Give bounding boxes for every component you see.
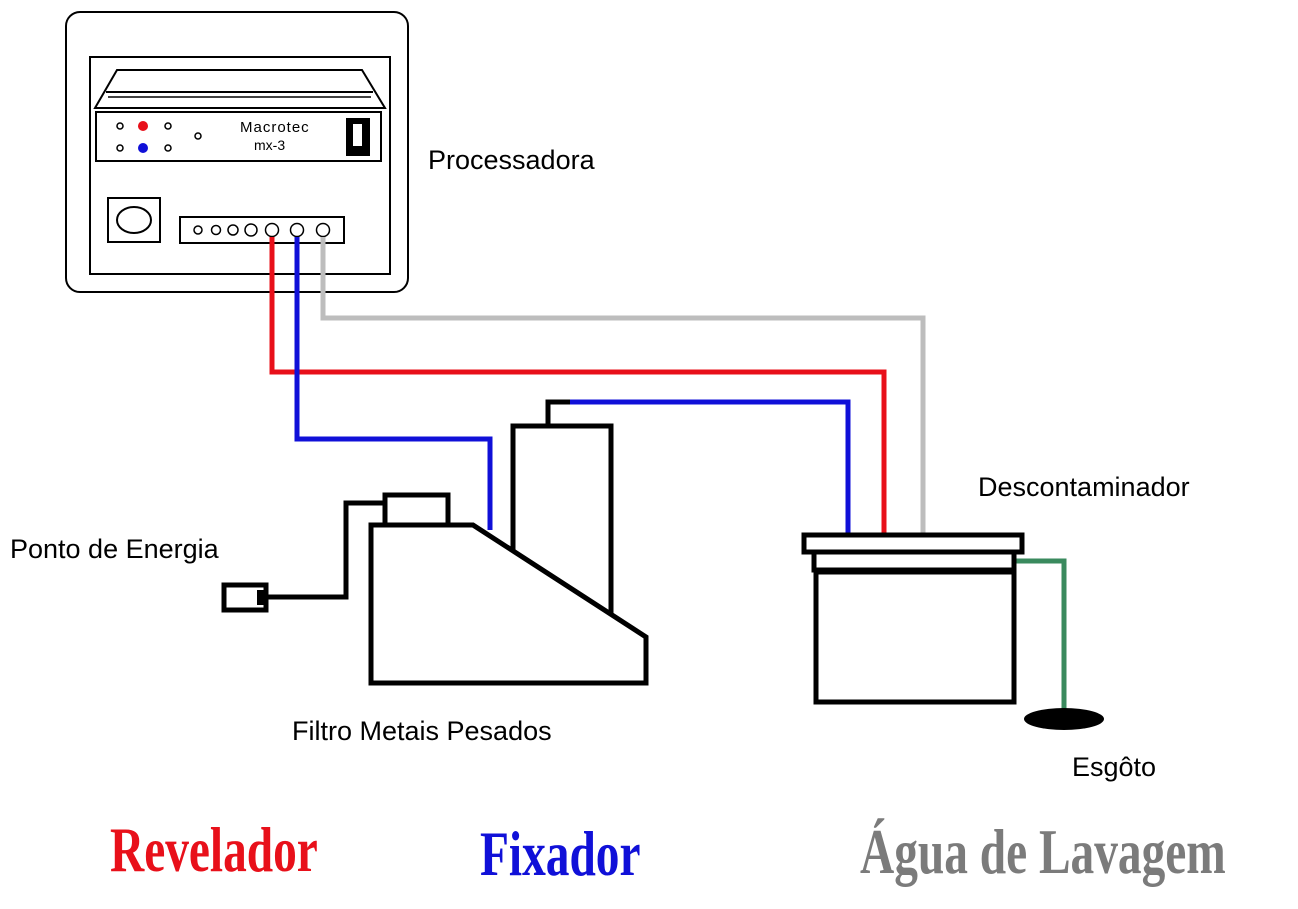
indicator-light — [116, 144, 124, 152]
control-panel — [95, 111, 382, 162]
esgoto-pipe — [1015, 558, 1067, 712]
indicator-light — [164, 144, 172, 152]
legend-revelador: Revelador — [110, 814, 318, 885]
connector-port — [193, 225, 203, 235]
indicator-light — [194, 132, 202, 140]
indicator-light — [116, 122, 124, 130]
esgoto-drain — [1024, 708, 1104, 730]
filter-tank-spout — [545, 399, 570, 426]
descontaminador — [801, 532, 1025, 705]
pipes — [269, 237, 1067, 712]
revelador-indicator-light — [138, 121, 148, 131]
brand-label: Macrotec — [240, 119, 310, 136]
esgoto-label: Esgôto — [1072, 752, 1157, 782]
connector-port — [227, 224, 239, 236]
fixador-pipe-to-descontaminador — [568, 399, 851, 540]
legend-fixador: Fixador — [480, 818, 641, 889]
filtro-metais-pesados-label: Filtro Metais Pesados — [292, 716, 552, 746]
agua-port — [315, 222, 331, 238]
fixador-indicator-light — [138, 143, 148, 153]
filter-top-block — [382, 492, 451, 528]
ponto-de-energia-label: Ponto de Energia — [10, 534, 219, 564]
power-cable — [268, 500, 385, 600]
indicator-light — [164, 122, 172, 130]
descontaminador-body — [813, 569, 1017, 705]
revelador-port — [264, 222, 280, 238]
connector-port — [210, 224, 222, 236]
processadora-machine: Macrotec mx-3 — [65, 11, 409, 293]
revelador-pipe — [269, 237, 887, 540]
agua-pipe — [320, 237, 926, 540]
descontaminador-lid — [801, 532, 1025, 555]
model-label: mx-3 — [254, 137, 285, 153]
connector-port — [244, 223, 258, 237]
film-feed-slot — [93, 69, 387, 109]
descontaminador-band — [811, 549, 1017, 573]
legend-agua-de-lavagem: Água de Lavagem — [860, 816, 1226, 887]
fixador-pipe-to-filter — [294, 237, 493, 530]
fixador-port — [289, 222, 305, 238]
filtro-metais-pesados — [268, 399, 649, 686]
power-plug — [221, 582, 269, 613]
descontaminador-label: Descontaminador — [978, 472, 1190, 502]
processadora-label: Processadora — [428, 145, 595, 175]
filter-main-body — [368, 522, 649, 686]
